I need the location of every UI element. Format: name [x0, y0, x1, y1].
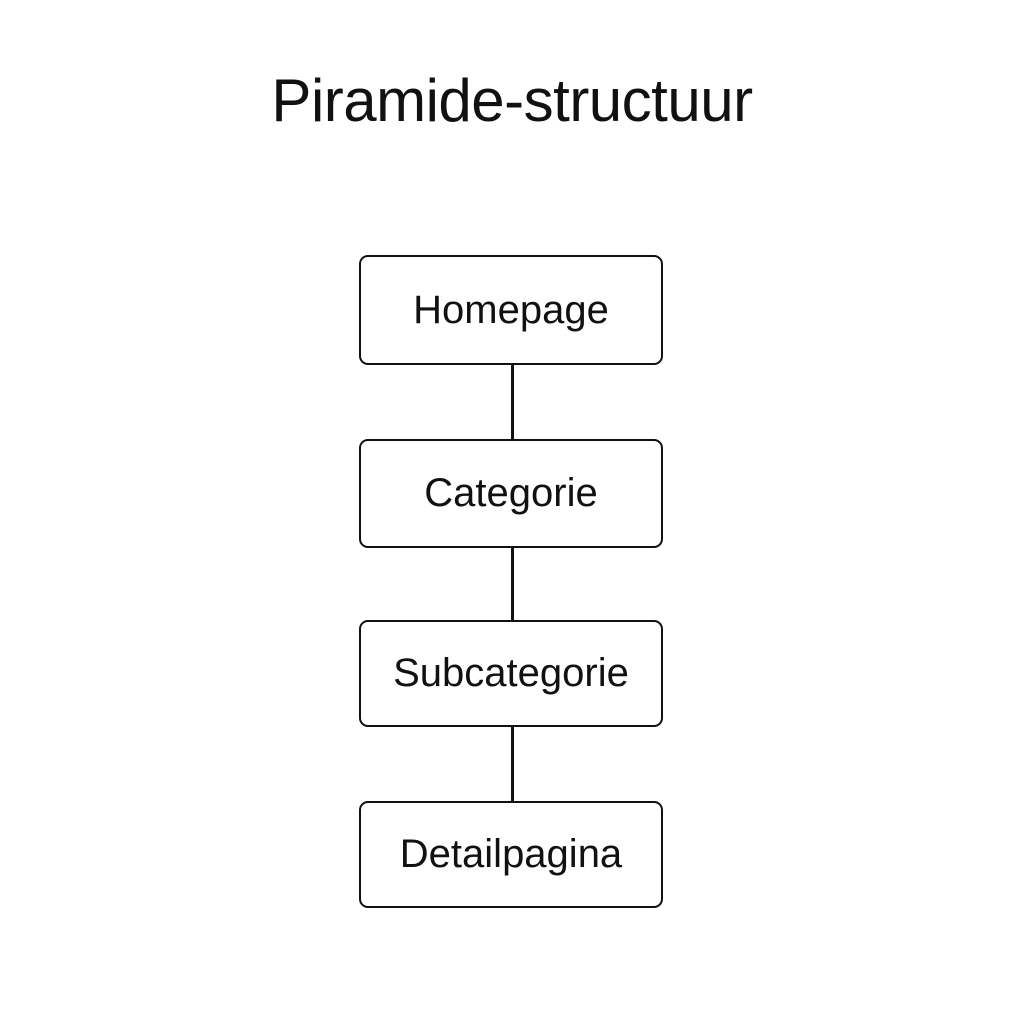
connector-line: [511, 726, 514, 802]
node-label: Detailpagina: [399, 832, 623, 876]
node-subcategorie: Subcategorie: [359, 620, 663, 727]
node-label: Homepage: [413, 287, 609, 332]
node-detailpagina: Detailpagina: [359, 801, 663, 908]
connector-line: [511, 547, 514, 621]
node-label: Categorie: [424, 471, 598, 515]
node-label: Subcategorie: [393, 651, 629, 695]
node-categorie: Categorie: [359, 439, 663, 548]
connector-line: [511, 364, 514, 440]
diagram-title: Piramide-structuur: [271, 67, 753, 134]
node-homepage: Homepage: [359, 255, 663, 365]
